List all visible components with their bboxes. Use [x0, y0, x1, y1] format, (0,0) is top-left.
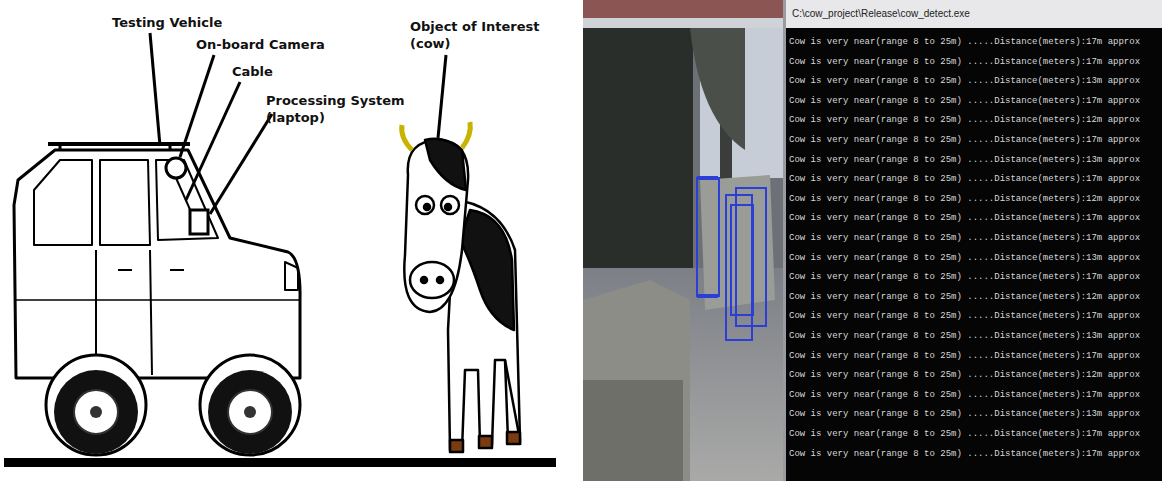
console-line: Cow is very near(range 8 to 25m) .....Di…: [789, 389, 1140, 401]
console-line: Cow is very near(range 8 to 25m) .....Di…: [789, 232, 1140, 244]
panel-divider: [783, 0, 786, 481]
console-line: Cow is very near(range 8 to 25m) .....Di…: [789, 95, 1140, 107]
callout-label: Cable: [232, 63, 273, 80]
console-line: Cow is very near(range 8 to 25m) .....Di…: [789, 408, 1140, 420]
camera-symbol: [166, 158, 186, 178]
callout-label: On-board Camera: [196, 36, 325, 53]
detection-boxes: [697, 178, 766, 340]
laptop-symbol: [190, 210, 208, 234]
console-line: Cow is very near(range 8 to 25m) .....Di…: [789, 330, 1140, 342]
console-line: Cow is very near(range 8 to 25m) .....Di…: [789, 212, 1140, 224]
console-line: Cow is very near(range 8 to 25m) .....Di…: [789, 252, 1140, 264]
console-line: Cow is very near(range 8 to 25m) .....Di…: [789, 154, 1140, 166]
car-wheels: [54, 370, 292, 454]
console-line: Cow is very near(range 8 to 25m) .....Di…: [789, 173, 1140, 185]
leader-lines: [150, 33, 446, 214]
car-drawing: [14, 144, 300, 455]
console-title-bar: [783, 0, 1162, 28]
console-line: Cow is very near(range 8 to 25m) .....Di…: [789, 114, 1140, 126]
callout-label: Processing System (laptop): [266, 92, 406, 126]
console-line: Cow is very near(range 8 to 25m) .....Di…: [789, 36, 1140, 48]
ground-line: [4, 458, 556, 467]
console-line: Cow is very near(range 8 to 25m) .....Di…: [789, 271, 1140, 283]
console-line: Cow is very near(range 8 to 25m) .....Di…: [789, 291, 1140, 303]
callout-label: Testing Vehicle: [112, 14, 222, 31]
console-line: Cow is very near(range 8 to 25m) .....Di…: [789, 75, 1140, 87]
console-line: Cow is very near(range 8 to 25m) .....Di…: [789, 310, 1140, 322]
console-window: [783, 0, 1162, 481]
console-line: Cow is very near(range 8 to 25m) .....Di…: [789, 369, 1140, 381]
callout-label: Object of Interest (cow): [410, 18, 560, 52]
console-line: Cow is very near(range 8 to 25m) .....Di…: [789, 428, 1140, 440]
console-line: Cow is very near(range 8 to 25m) .....Di…: [789, 350, 1140, 362]
console-line: Cow is very near(range 8 to 25m) .....Di…: [789, 448, 1140, 460]
window-title: C:\cow_project\Release\cow_detect.exe: [792, 7, 970, 21]
cow-drawing: [402, 122, 520, 452]
console-line: Cow is very near(range 8 to 25m) .....Di…: [789, 134, 1140, 146]
console-line: Cow is very near(range 8 to 25m) .....Di…: [789, 56, 1140, 68]
camera-frame: [583, 0, 783, 481]
console-line: Cow is very near(range 8 to 25m) .....Di…: [789, 193, 1140, 205]
